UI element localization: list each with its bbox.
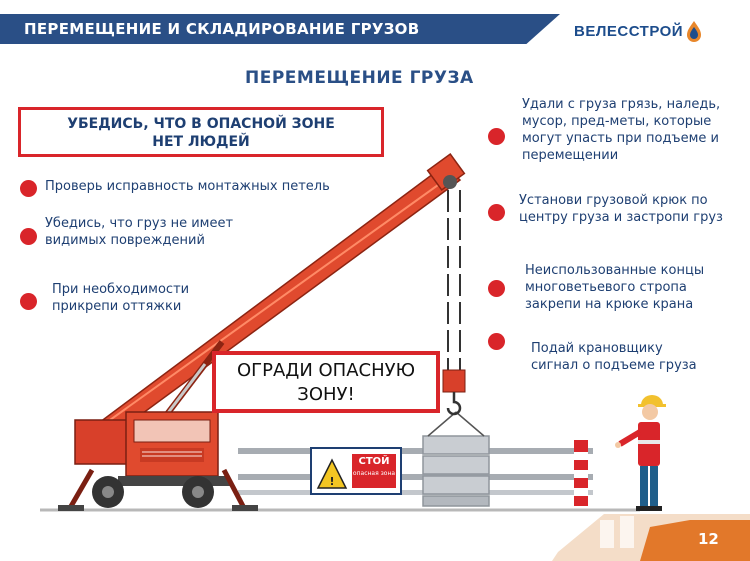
bullet-icon	[488, 280, 505, 297]
left-item: Убедись, что груз не имеет видимых повре…	[45, 216, 234, 248]
logo-drop-icon	[687, 21, 702, 42]
right-item: Установи грузовой крюк по центру груза и…	[519, 193, 723, 225]
concrete-load	[422, 411, 490, 507]
crane-truck	[58, 411, 258, 511]
right-item: Подай крановщику сигнал о подъеме груза	[531, 341, 697, 373]
left-item: При необходимости прикрепи оттяжки	[52, 282, 190, 314]
danger-zone-caption: опасная зона	[352, 470, 396, 477]
bullet-icon	[20, 228, 37, 245]
hoist-rope	[442, 190, 466, 416]
header-title: ПЕРЕМЕЩЕНИЕ И СКЛАДИРОВАНИЕ ГРУЗОВ	[24, 20, 420, 38]
barrier-fence	[238, 440, 593, 506]
stop-sign-text: СТОЙ	[358, 456, 390, 467]
right-item: Неиспользованные концы многоветьевого ст…	[525, 263, 705, 312]
company-logo: ВЕЛЕССТРОЙ	[574, 18, 705, 44]
svg-text:!: !	[329, 475, 334, 488]
header: ПЕРЕМЕЩЕНИЕ И СКЛАДИРОВАНИЕ ГРУЗОВ ВЕЛЕС…	[0, 0, 750, 48]
page-number: 12	[698, 530, 719, 548]
bullet-icon	[488, 204, 505, 221]
fence-warning-box: ОГРАДИ ОПАСНУЮ ЗОНУ!	[212, 351, 440, 413]
signalman-worker	[615, 395, 666, 511]
left-item: Проверь исправность монтажных петель	[45, 179, 330, 194]
bullet-icon	[20, 293, 37, 310]
bullet-icon	[20, 180, 37, 197]
danger-sign: !	[310, 447, 402, 495]
footer-graphic	[552, 514, 750, 561]
bullet-icon	[488, 333, 505, 350]
section-title: ПЕРЕМЕЩЕНИЕ ГРУЗА	[245, 68, 474, 88]
logo-text: ВЕЛЕССТРОЙ	[574, 22, 684, 40]
header-bar	[0, 14, 560, 44]
warning-text: УБЕДИСЬ, ЧТО В ОПАСНОЙ ЗОНЕ НЕТ ЛЮДЕЙ	[67, 116, 335, 150]
right-item: Удали с груза грязь, наледь, мусор, пред…	[522, 97, 721, 163]
warning-box: УБЕДИСЬ, ЧТО В ОПАСНОЙ ЗОНЕ НЕТ ЛЮДЕЙ	[18, 107, 384, 157]
bullet-icon	[488, 128, 505, 145]
fence-warning-text: ОГРАДИ ОПАСНУЮ ЗОНУ!	[236, 360, 416, 405]
